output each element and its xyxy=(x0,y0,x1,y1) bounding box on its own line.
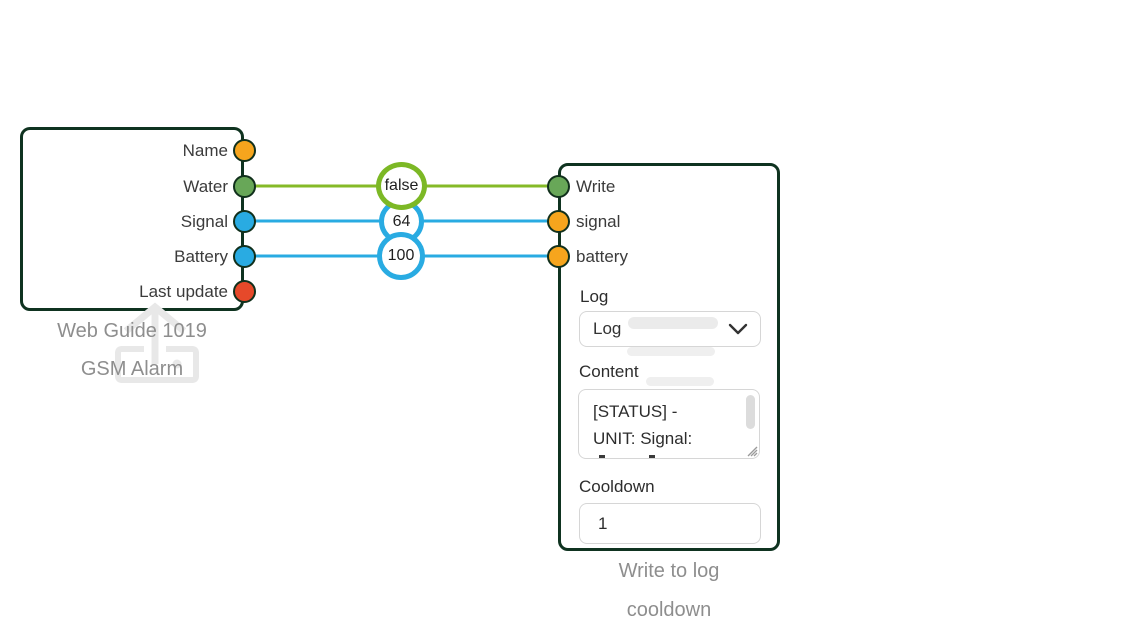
clipped-text-line xyxy=(649,455,655,458)
resize-grip-icon[interactable] xyxy=(745,444,758,457)
log-select[interactable]: Log xyxy=(579,311,761,347)
port-battery[interactable] xyxy=(233,245,256,268)
wire-value-battery: 100 xyxy=(377,232,425,280)
left-node-subtitle: GSM Alarm xyxy=(80,358,184,380)
port-label-water: Water xyxy=(183,177,228,196)
redacted-text-bar xyxy=(646,377,714,386)
log-select-value: Log xyxy=(593,319,622,338)
port-label-battery-in: battery xyxy=(576,247,628,266)
port-name[interactable] xyxy=(233,139,256,162)
content-field-label: Content xyxy=(579,362,639,381)
node-write-to-log[interactable] xyxy=(558,163,780,551)
port-label-last-update: Last update xyxy=(139,282,228,301)
left-node-title: Web Guide 1019 xyxy=(57,320,207,342)
content-text: [STATUS] - UNIT: Signal: xyxy=(593,402,693,448)
log-field-label: Log xyxy=(580,287,609,306)
port-label-write: Write xyxy=(576,177,616,196)
right-node-title: Write to log xyxy=(618,560,720,582)
port-signal-in[interactable] xyxy=(547,210,570,233)
port-label-signal: Signal xyxy=(180,212,228,231)
upload-device-icon xyxy=(115,302,199,383)
clipped-text-line xyxy=(599,455,605,458)
port-water[interactable] xyxy=(233,175,256,198)
port-label-battery: Battery xyxy=(174,247,228,266)
cooldown-input[interactable] xyxy=(579,503,761,544)
right-node-subtitle: cooldown xyxy=(626,599,712,621)
port-last-update[interactable] xyxy=(233,280,256,303)
redacted-text-bar xyxy=(627,347,715,356)
port-write[interactable] xyxy=(547,175,570,198)
cooldown-field-label: Cooldown xyxy=(579,477,655,496)
port-signal[interactable] xyxy=(233,210,256,233)
redacted-text-bar xyxy=(628,317,718,329)
chevron-down-icon xyxy=(728,323,748,335)
port-label-signal-in: signal xyxy=(576,212,621,231)
port-battery-in[interactable] xyxy=(547,245,570,268)
port-label-name: Name xyxy=(182,141,228,160)
textarea-scrollbar-thumb[interactable] xyxy=(746,395,755,429)
content-textarea[interactable]: [STATUS] - UNIT: Signal: xyxy=(578,389,760,459)
wire-value-water: false xyxy=(376,162,427,210)
node-gsm-alarm[interactable] xyxy=(20,127,244,383)
